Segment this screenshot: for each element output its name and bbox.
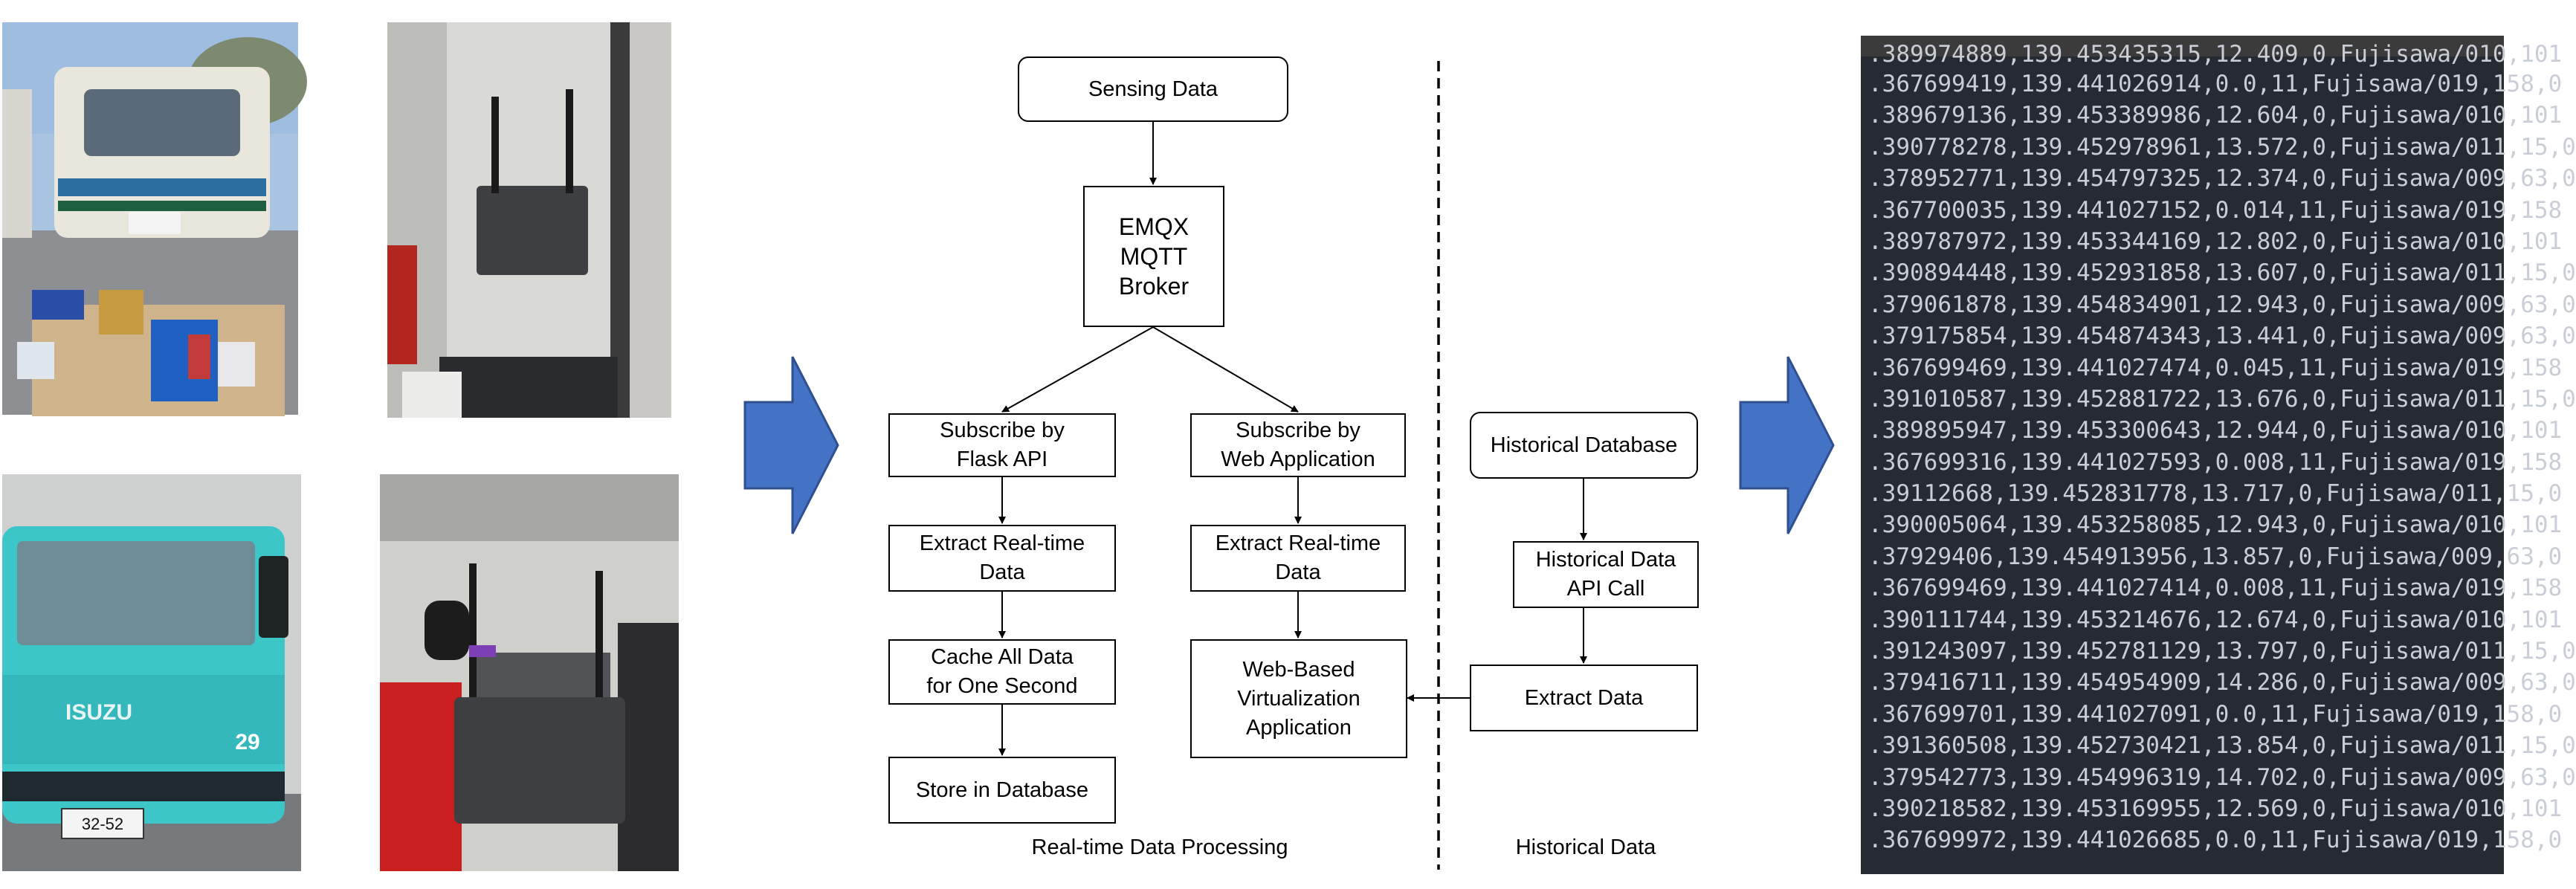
data-log-line: .391010587,139.452881722,13.676,0,Fujisa… xyxy=(1868,385,2576,413)
diagram-connectors xyxy=(998,61,1587,870)
node-historical-api-call: Historical Data API Call xyxy=(1513,541,1699,608)
node-store-in-database: Store in Database xyxy=(888,757,1116,824)
node-extract-realtime-flask: Extract Real-time Data xyxy=(888,525,1116,592)
node-subscribe-flask-api: Subscribe by Flask API xyxy=(888,413,1116,477)
data-log-line: .390111744,139.453214676,12.674,0,Fujisa… xyxy=(1868,606,2563,633)
truck-plate-text: 32-52 xyxy=(82,815,123,833)
data-log-line: .390894448,139.452931858,13.607,0,Fujisa… xyxy=(1868,259,2576,287)
data-log-titlebar xyxy=(1861,36,2504,56)
label-historical-data: Historical Data xyxy=(1515,835,1656,859)
data-log-line: .367699701,139.441027091,0.0,11,Fujisawa… xyxy=(1868,700,2563,728)
data-log-line: .367700035,139.441027152,0.014,11,Fujisa… xyxy=(1868,196,2563,224)
flow-arrow-right xyxy=(1739,356,1835,534)
data-log-line: .390218582,139.453169955,12.569,0,Fujisa… xyxy=(1868,795,2563,822)
data-log-line: .389895947,139.453300643,12.944,0,Fujisa… xyxy=(1868,417,2563,444)
data-log-line: .367699419,139.441026914,0.0,11,Fujisawa… xyxy=(1868,71,2563,97)
node-extract-data: Extract Data xyxy=(1470,665,1698,731)
data-log-line: .389787972,139.453344169,12.802,0,Fujisa… xyxy=(1868,227,2563,255)
data-log-line: .379061878,139.454834901,12.943,0,Fujisa… xyxy=(1868,291,2576,318)
data-log-line: .378952771,139.454797325,12.374,0,Fujisa… xyxy=(1868,165,2576,193)
data-log-line: .391360508,139.452730421,13.854,0,Fujisa… xyxy=(1868,732,2576,760)
node-subscribe-web-application: Subscribe by Web Application xyxy=(1190,413,1406,477)
data-log-line: .390005064,139.453258085,12.943,0,Fujisa… xyxy=(1868,511,2563,539)
data-log-line: .367699972,139.441026685,0.0,11,Fujisawa… xyxy=(1868,827,2563,854)
data-log-line: .379542773,139.454996319,14.702,0,Fujisa… xyxy=(1868,763,2576,791)
node-emqx-mqtt-broker: EMQX MQTT Broker xyxy=(1083,186,1224,327)
edge-broker-to-flask xyxy=(1001,326,1154,413)
node-sensing-data: Sensing Data xyxy=(1018,56,1288,122)
node-extract-realtime-web: Extract Real-time Data xyxy=(1190,525,1406,592)
sensor-device-closeup-photo xyxy=(380,474,679,871)
data-log-line: .390778278,139.452978961,13.572,0,Fujisa… xyxy=(1868,133,2576,161)
data-log-line: .379175854,139.454874343,13.441,0,Fujisa… xyxy=(1868,323,2576,350)
data-log-line: .367699469,139.441027474,0.045,11,Fujisa… xyxy=(1868,354,2563,381)
data-log-panel: .389974889,139.453435315,12.409,0,Fujisa… xyxy=(1861,36,2576,874)
edge-broker-to-web xyxy=(1152,326,1299,413)
blue-isuzu-truck-photo: 32-52 ISUZU 29 xyxy=(2,474,301,871)
data-log-line: .391243097,139.452781129,13.797,0,Fujisa… xyxy=(1868,638,2576,665)
sensor-device-mounted-photo xyxy=(387,22,671,418)
data-log-line: .367699469,139.441027414,0.008,11,Fujisa… xyxy=(1868,575,2563,602)
label-realtime-processing: Real-time Data Processing xyxy=(1031,835,1288,859)
data-log-partial-line: .389974889,139.453435315,12.409,0,Fujisa… xyxy=(1868,41,2563,68)
node-historical-database: Historical Database xyxy=(1470,412,1698,479)
data-log-line: .367699316,139.441027593,0.008,11,Fujisa… xyxy=(1868,448,2563,476)
data-log-line: .389679136,139.453389986,12.604,0,Fujisa… xyxy=(1868,102,2563,129)
flow-arrow-left xyxy=(743,356,839,534)
data-log-line: .379416711,139.454954909,14.286,0,Fujisa… xyxy=(1868,669,2576,696)
node-cache-data: Cache All Data for One Second xyxy=(888,639,1116,705)
data-log-lines: .367699419,139.441026914,0.0,11,Fujisawa… xyxy=(1868,68,2576,856)
data-log-line: .37929406,139.454913956,13.857,0,Fujisaw… xyxy=(1868,543,2563,570)
truck-badge-text: 29 xyxy=(235,730,259,754)
truck-brand-text: ISUZU xyxy=(65,700,132,725)
node-web-based-application: Web-Based Virtualization Application xyxy=(1190,639,1407,758)
garbage-truck-with-equipment-photo xyxy=(2,22,307,416)
data-log-line: .39112668,139.452831778,13.717,0,Fujisaw… xyxy=(1868,480,2563,508)
